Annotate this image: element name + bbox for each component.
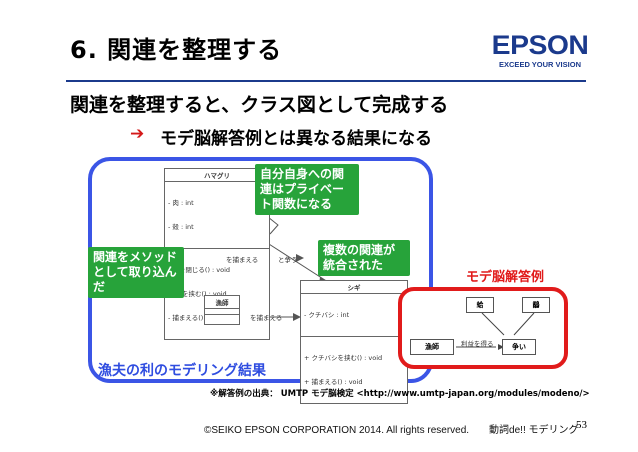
modeno-box-hamaguri: 蛤 [466, 297, 494, 313]
class-shigi: シギ - クチバシ : int + クチバシを挟む() : void + 捕まえ… [300, 280, 408, 404]
main-diagram-caption: 漁夫の利のモデリング結果 [98, 363, 266, 379]
callout-private: 自分自身への関連はプライベート関数になる [255, 164, 359, 215]
modeno-caption: モデ脳解答例 [466, 270, 545, 285]
right-arrow-icon: ➔ [130, 124, 145, 144]
logo-wordmark: EPSON [491, 30, 589, 60]
edge-label: を捕まえる [226, 256, 259, 264]
attributes: - 肉 : int - 殻 : int [165, 182, 269, 248]
class-name: ハマグリ [165, 169, 269, 182]
slide-subtitle: 関連を整理すると、クラス図として完成する [70, 94, 449, 116]
modeno-box-ryoshi: 漁師 [410, 339, 454, 355]
edge-label: を捕まえる [250, 314, 283, 322]
attribute: - 肉 : int [168, 199, 194, 207]
arrowhead-right [293, 313, 301, 321]
footer-text: ©SEIKO EPSON CORPORATION 2014. All right… [204, 425, 579, 436]
method: + クチバシを挟む() : void [304, 354, 383, 362]
attributes: - クチバシ : int [301, 294, 407, 336]
self-assoc-line [267, 216, 279, 235]
callout-method: 関連をメソッドとして取り込んだ [88, 247, 184, 298]
modeno-box-arasoi: 争い [502, 339, 536, 355]
attribute: - クチバシ : int [304, 311, 350, 319]
page-number: 53 [576, 419, 587, 431]
modeno-box-shigi: 鷸 [522, 297, 550, 313]
methods: + クチバシを挟む() : void + 捕まえる() : void [301, 336, 407, 403]
methods [205, 314, 239, 319]
attribute: - 殻 : int [168, 223, 194, 231]
method: + 捕まえる() : void [304, 378, 363, 386]
epson-logo: EPSON EXCEED YOUR VISION [478, 30, 602, 74]
modeno-edge-label: 利益を得る [461, 340, 494, 348]
class-name: 漁師 [205, 296, 239, 309]
edge-label: と争う [278, 256, 298, 264]
page-title: 6. 関連を整理する [70, 36, 283, 64]
modeno-connectors [456, 312, 535, 350]
key-point: モデ脳解答例とは異なる結果になる [160, 129, 432, 149]
logo-tagline: EXCEED YOUR VISION [499, 60, 581, 69]
class-name: シギ [301, 281, 407, 294]
class-ryoshi: 漁師 [204, 295, 240, 325]
arrowhead-e2 [296, 254, 304, 262]
source-note: ※解答例の出典： UMTP モデ脳検定 <http://www.umtp-jap… [210, 389, 590, 399]
callout-multiple: 複数の関連が統合された [318, 240, 410, 276]
title-divider [66, 80, 586, 82]
